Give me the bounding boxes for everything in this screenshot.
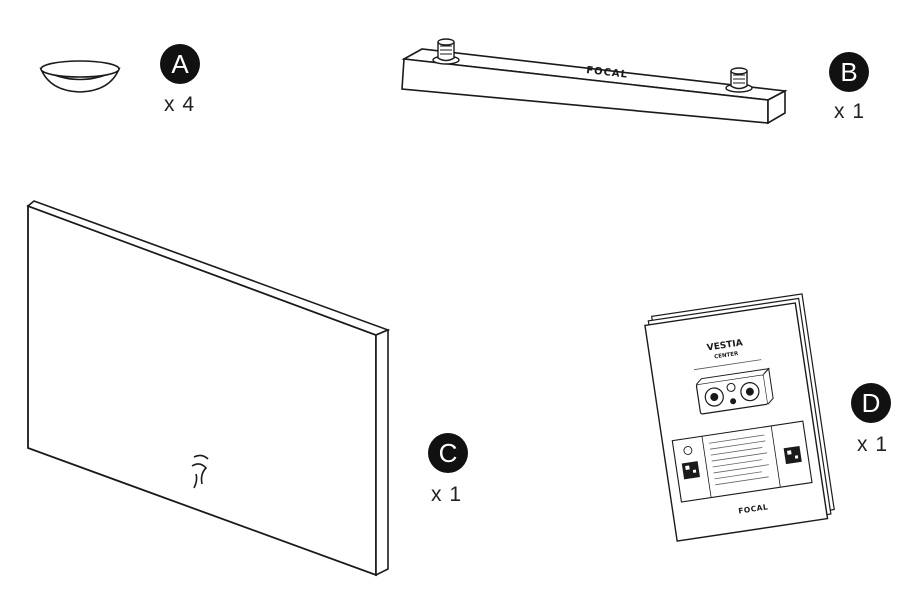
manual-brand-logo: FOCAL [738,502,769,515]
part-c-quantity: x 1 [431,483,463,506]
part-d-badge: D [851,383,891,423]
part-c-badge: C [428,433,468,473]
manual-subtitle: CENTER [714,351,740,361]
part-a-quantity: x 4 [164,93,196,116]
panel-logo-icon [191,454,209,489]
base-bar-brand-logo: FOCAL [586,65,629,81]
part-d-manual-illustration: VESTIA CENTER [644,293,835,542]
part-a-badge: A [160,44,200,84]
part-a-foot-illustration [39,60,121,93]
manual-speaker-icon [695,367,774,415]
part-d-quantity: x 1 [857,433,889,456]
part-b-quantity: x 1 [834,100,866,123]
part-b-base-bar-illustration: FOCAL [401,38,788,125]
part-c-front-panel-illustration [26,200,391,577]
part-b-badge: B [829,52,869,92]
